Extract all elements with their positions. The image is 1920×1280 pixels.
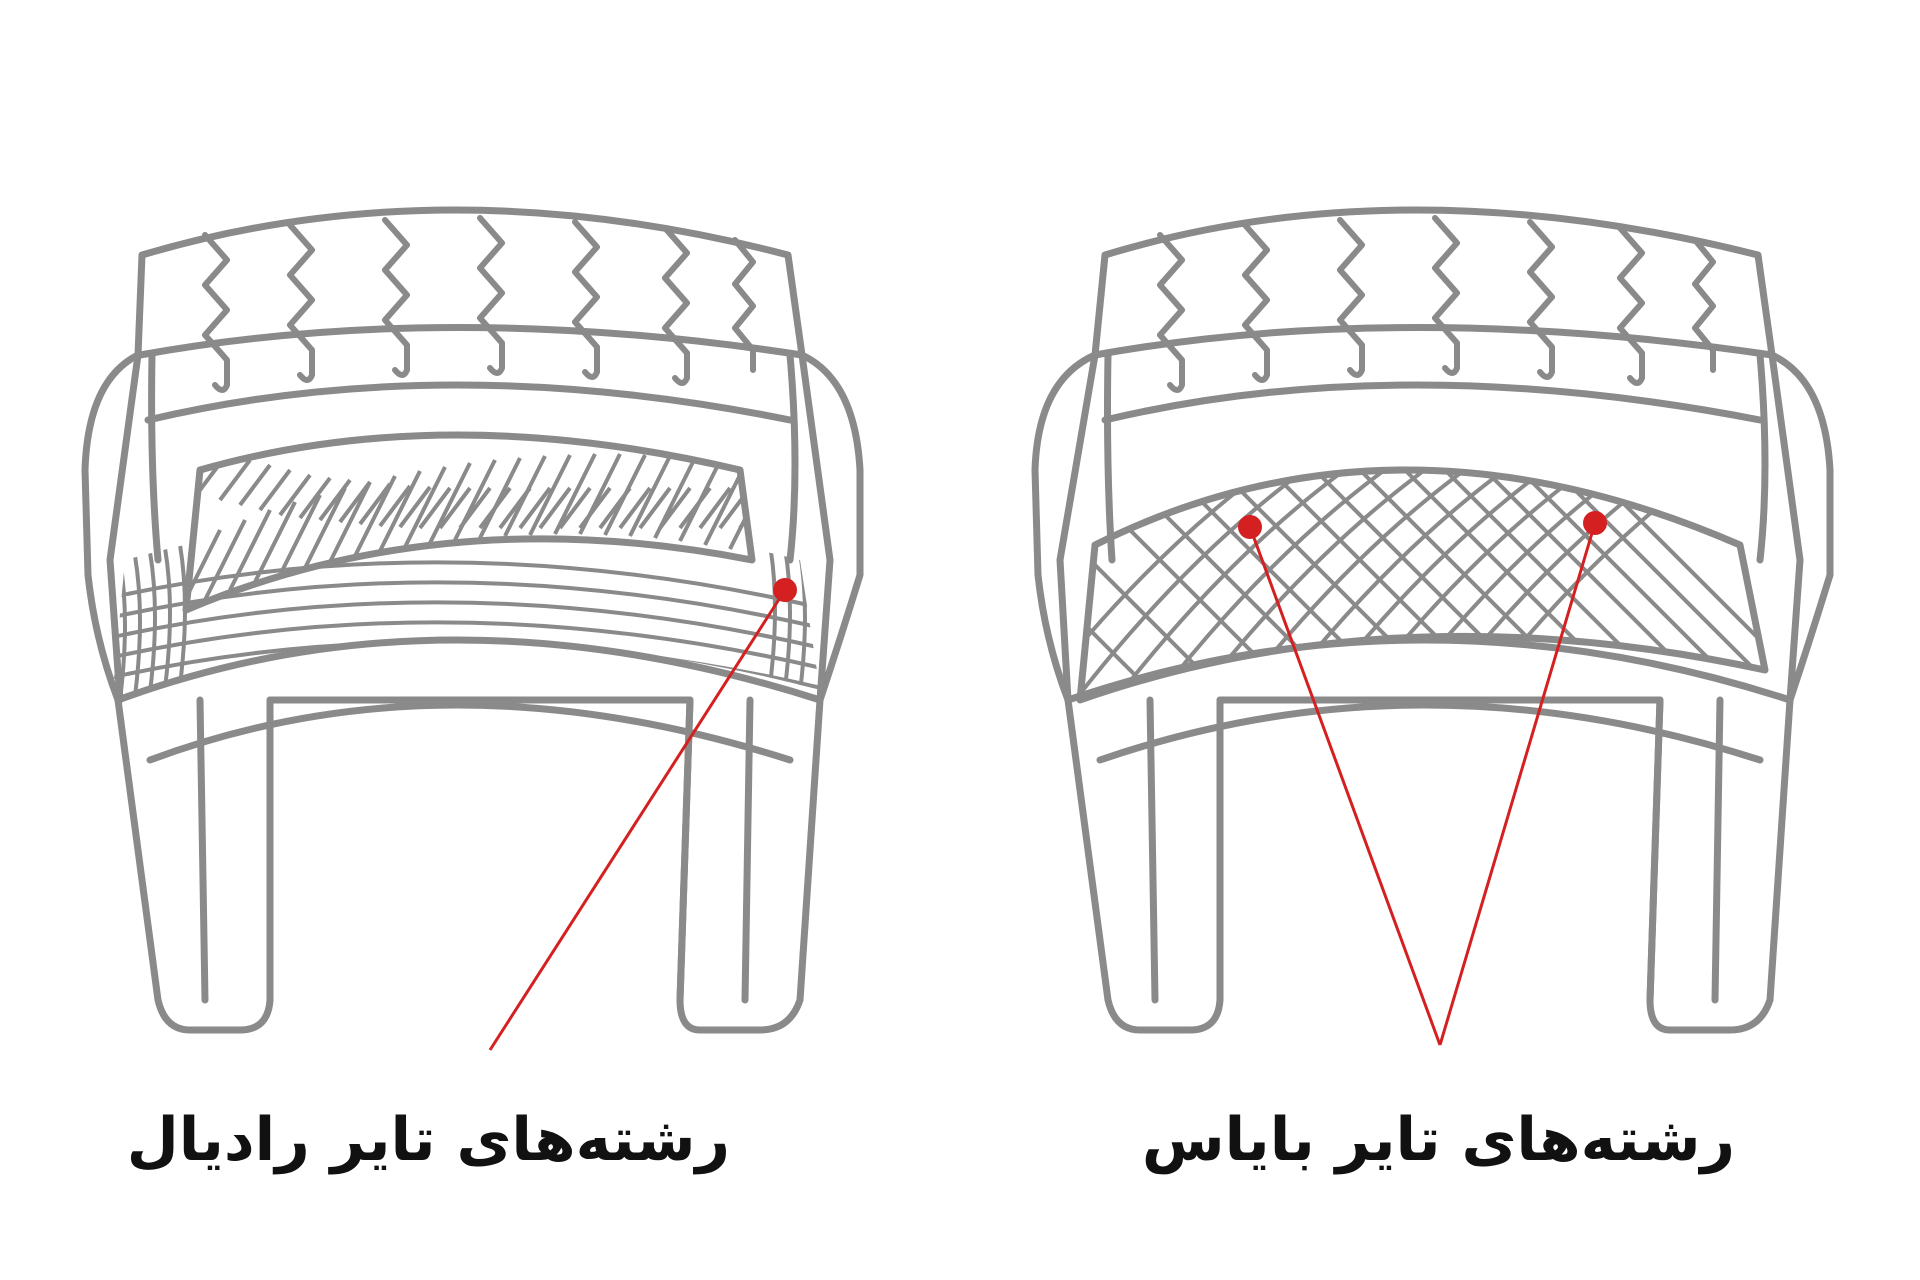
radial-ply-cords xyxy=(112,544,820,700)
radial-belt-cords xyxy=(186,438,752,610)
bias-pointers xyxy=(1238,511,1607,1046)
radial-tire xyxy=(81,206,864,1034)
radial-belt-frame xyxy=(182,431,756,614)
bias-pointer-dot-left xyxy=(1238,515,1262,539)
radial-shoulder-right xyxy=(798,351,834,704)
bias-shoulder-right xyxy=(1768,351,1804,704)
radial-inner-rim xyxy=(114,636,824,704)
radial-pointer-dot xyxy=(773,578,797,602)
radial-tread-base xyxy=(144,381,794,424)
radial-pointer xyxy=(488,578,797,1051)
bias-band-frame xyxy=(1076,466,1769,704)
radial-tread-grooves xyxy=(202,215,756,393)
bias-shoulder-left xyxy=(1056,351,1099,704)
bias-pointer-dot-right xyxy=(1583,511,1607,535)
bias-cords xyxy=(1080,470,1765,700)
bias-tread-grooves xyxy=(1157,215,1716,393)
bias-tread-edge xyxy=(1091,324,1776,359)
bias-tire xyxy=(1031,206,1834,1034)
radial-outer-shell xyxy=(81,206,864,1034)
bias-cords-label: رشته‌های تایر بایاس xyxy=(1141,1105,1735,1175)
bias-outer-shell xyxy=(1031,206,1834,1034)
radial-tread-edge xyxy=(136,324,806,359)
radial-shoulder-left xyxy=(106,351,142,704)
bias-tread-base xyxy=(1101,381,1764,424)
radial-cords-label: رشته‌های تایر رادیال xyxy=(126,1105,730,1175)
